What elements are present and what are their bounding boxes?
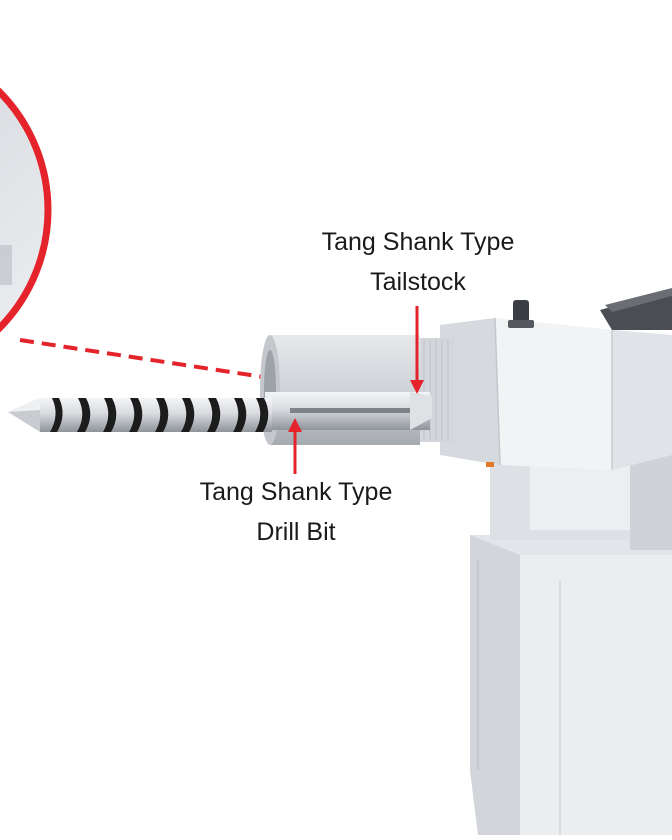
drill-bit-pointer-arrow <box>288 418 302 474</box>
tailstock-pointer-arrow <box>410 306 424 394</box>
drill-bit-label: Tang Shank Type Drill Bit <box>156 472 436 552</box>
tailstock-label-line2: Tailstock <box>370 268 466 296</box>
drill-bit-label-line1: Tang Shank Type <box>199 478 393 506</box>
drill-bit-label-line2: Drill Bit <box>256 518 336 546</box>
magnifier-circle-icon <box>0 87 52 333</box>
tailstock-label-line1: Tang Shank Type <box>321 228 515 256</box>
drill-bit <box>8 392 432 432</box>
drill-flutes <box>50 398 269 432</box>
tailstock-label: Tang Shank Type Tailstock <box>278 222 558 302</box>
tailstock-body <box>418 288 672 835</box>
